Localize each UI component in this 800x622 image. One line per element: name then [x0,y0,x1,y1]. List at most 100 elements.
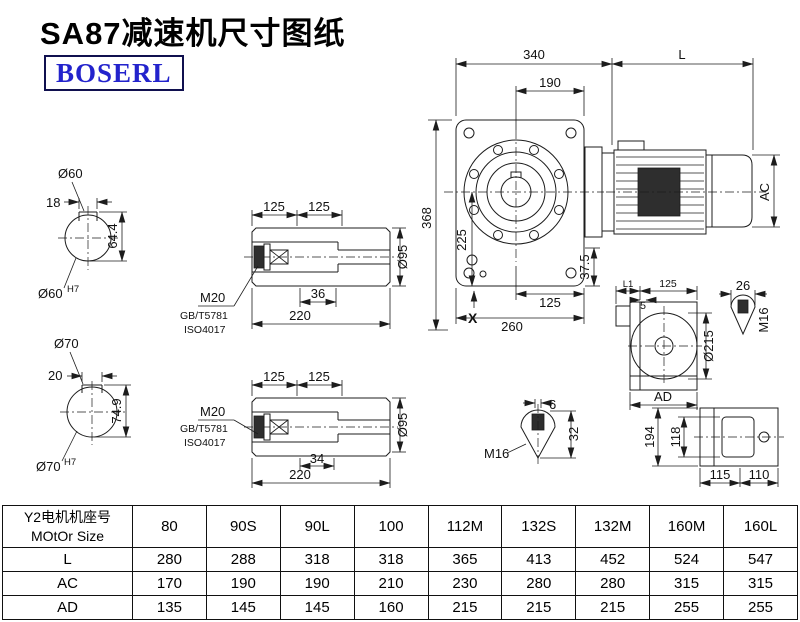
dim-key-height-70: 74.9 [109,398,124,423]
motor-size-col-3: 100 [353,505,429,548]
dim-260: 260 [501,319,523,334]
dim-36: 36 [311,286,325,301]
dim-125-left-bottom: 125 [263,369,285,384]
label-dia-60: Ø60 [58,166,83,181]
dim-od-95-bottom: Ø95 [395,413,410,438]
cell-L-0: 280 [132,547,207,572]
table-row-AD: AD 135 145 145 160 215 215 215 255 255 [2,595,798,620]
label-dia-70: Ø70 [54,336,79,351]
motor-size-header-zh: Y2电机机座号 [23,508,112,525]
dim-key-height-60: 64.4 [105,223,120,248]
label-tol-70: H7 [64,457,76,468]
motor-size-header-en: MOtOr Size [30,527,105,544]
dim-34: 34 [310,451,324,466]
dim-118: 118 [668,427,683,448]
cell-L-2: 318 [279,547,355,572]
cell-L-3: 318 [353,547,429,572]
cell-AC-4: 230 [427,571,503,596]
dim-125-right-bottom: 125 [308,369,330,384]
label-bore-60: Ø60 [38,286,63,301]
row-label-L: L [2,547,133,572]
cell-AC-0: 170 [132,571,207,596]
cell-AC-8: 315 [723,571,798,596]
label-m16-detail: M16 [484,446,509,461]
label-gb-top: GB/T5781 [180,310,228,322]
cell-L-4: 365 [427,547,503,572]
hollow-shaft-detail-top: 125 125 36 220 Ø95 M20 GB/T5781 ISO4017 [180,199,410,336]
dim-6: 6 [549,397,556,412]
dim-225: 225 [454,229,469,251]
shaft-end-detail: 6 32 M16 [484,397,581,464]
hollow-shaft-detail-bottom: 125 125 34 220 Ø95 M20 GB/T5781 ISO4017 [180,369,410,488]
cell-L-1: 288 [205,547,281,572]
label-bore-70: Ø70 [36,459,61,474]
dim-194: 194 [642,426,657,448]
cell-L-8: 547 [723,547,798,572]
row-label-AD: AD [2,595,133,620]
motor-size-col-7: 160M [649,505,724,548]
cell-AD-2: 145 [279,595,355,620]
cell-AC-1: 190 [205,571,281,596]
cell-AC-5: 280 [501,571,577,596]
dim-motor-l: L [678,47,685,62]
cell-AD-5: 215 [501,595,577,620]
brand-logo: BOSERL [44,55,184,91]
dim-125-left-top: 125 [263,199,285,214]
main-view-dimensions: 340 L 190 368 225 X 37.5 [419,47,780,334]
cell-AC-2: 190 [279,571,355,596]
shaft-70-end-view: 20 74.9 Ø70 Ø70 H7 [36,336,131,474]
dim-110: 110 [749,467,770,482]
motor-size-col-6: 132M [575,505,651,548]
dim-ad: AD [654,389,672,404]
cell-AC-7: 315 [649,571,724,596]
cell-L-7: 524 [649,547,724,572]
shaft-60-end-view: 18 64.4 Ø60 Ø60 H7 [38,166,127,301]
output-side-view: L1 125 5 Ø215 AD 26 M16 [615,278,771,410]
dim-125-side: 125 [659,278,677,290]
dim-125-right-top: 125 [308,199,330,214]
motor-size-col-0: 80 [132,505,207,548]
cell-AD-0: 135 [132,595,207,620]
cell-AD-8: 255 [723,595,798,620]
motor-size-col-2: 90L [279,505,355,548]
dim-l1: L1 [623,279,634,290]
label-m16-side: M16 [756,307,771,332]
cell-AD-3: 160 [353,595,429,620]
motor-size-col-5: 132S [501,505,577,548]
label-m20-top: M20 [200,290,225,305]
motor-size-header-cell: Y2电机机座号 MOtOr Size [2,505,133,548]
page-title: SA87减速机尺寸图纸 [40,16,346,51]
table-row-L: L 280 288 318 318 365 413 452 524 547 [2,547,798,572]
cell-AC-6: 280 [575,571,651,596]
motor-size-col-4: 112M [427,505,503,548]
cell-AD-6: 215 [575,595,651,620]
cell-L-5: 413 [501,547,577,572]
cell-AD-1: 145 [205,595,281,620]
dim-od-95-top: Ø95 [395,245,410,270]
dim-key-width-70: 20 [48,368,62,383]
dim-flange-215: Ø215 [701,330,716,362]
cell-AD-4: 215 [427,595,503,620]
dim-220-bottom: 220 [289,467,311,482]
table-header-row: Y2电机机座号 MOtOr Size 80 90S 90L 100 112M 1… [2,505,798,548]
label-iso-top: ISO4017 [184,324,226,336]
dim-ac: AC [757,183,772,201]
dim-115: 115 [710,467,731,482]
label-iso-bottom: ISO4017 [184,437,226,449]
motor-side-view [584,140,766,238]
cell-AC-3: 210 [353,571,429,596]
dim-5: 5 [640,300,646,312]
dim-340: 340 [523,47,545,62]
dim-32: 32 [566,427,581,441]
dim-368: 368 [419,207,434,229]
row-label-AC: AC [2,571,133,596]
dim-key-width-60: 18 [46,195,60,210]
table-row-AC: AC 170 190 190 210 230 280 280 315 315 [2,571,798,596]
motor-dimension-table: Y2电机机座号 MOtOr Size 80 90S 90L 100 112M 1… [2,505,798,620]
motor-size-col-8: 160L [723,505,798,548]
dim-125-bottom: 125 [539,295,561,310]
dim-37-5: 37.5 [577,254,592,279]
label-m20-bottom: M20 [200,404,225,419]
